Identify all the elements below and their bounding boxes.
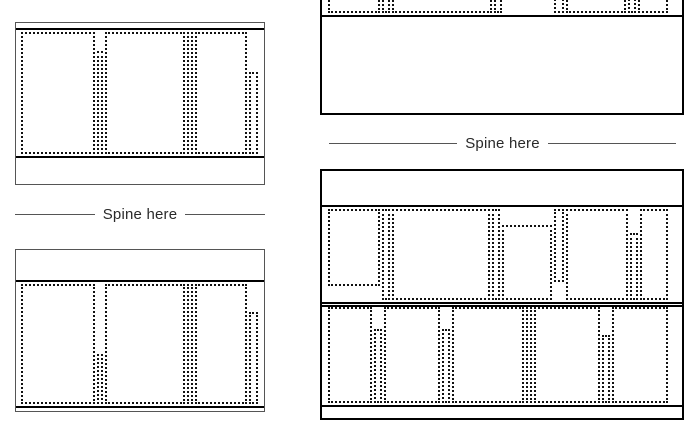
text-block-box <box>195 32 247 154</box>
text-block-box <box>502 225 552 300</box>
spine-rule-right <box>185 213 265 215</box>
text-block-box <box>249 72 258 154</box>
panel-bottom-left-spread <box>15 249 265 412</box>
text-block-box <box>566 209 628 300</box>
text-block-box <box>526 307 532 403</box>
text-block-box <box>105 284 185 404</box>
text-block-box <box>97 354 103 404</box>
text-block-box <box>328 307 372 403</box>
spread-rule-bottom <box>16 156 264 158</box>
text-block-box <box>442 329 450 403</box>
spread-text-area <box>322 307 682 403</box>
spread-rule-bottom <box>16 406 264 408</box>
spine-separator-left: Spine here <box>15 200 265 228</box>
text-block-box <box>187 32 193 154</box>
panel-top-right-spread <box>320 0 684 115</box>
text-block-box <box>392 209 490 300</box>
spine-rule-right <box>547 142 676 144</box>
text-block-box <box>612 307 668 403</box>
text-block-box <box>602 335 610 403</box>
spread-rule-bottom <box>322 15 682 17</box>
text-block-box <box>105 32 185 154</box>
text-block-box <box>328 209 380 286</box>
text-block-box <box>640 209 668 300</box>
spine-label: Spine here <box>102 205 178 223</box>
spread-rule-bottom <box>322 302 682 304</box>
text-block-box <box>249 312 258 404</box>
spine-rule-left <box>15 213 95 215</box>
spread-text-area <box>322 0 682 13</box>
text-block-box <box>638 0 668 13</box>
spread-rule-bottom <box>322 405 682 407</box>
spine-rule-left <box>329 142 458 144</box>
spread-rule-top <box>322 305 682 307</box>
spread-rule-top <box>16 280 264 282</box>
text-block-box <box>97 51 103 154</box>
text-block-box <box>328 0 380 13</box>
text-block-box <box>392 0 492 13</box>
spine-separator-right: Spine here <box>329 129 676 157</box>
text-block-box <box>554 0 564 13</box>
text-block-box <box>382 0 390 13</box>
spread-text-area <box>322 209 682 300</box>
text-block-box <box>492 209 500 300</box>
text-block-box <box>195 284 247 404</box>
panel-top-left-spread <box>15 22 265 185</box>
panel-bottom-right-spread <box>320 169 684 420</box>
text-block-box <box>534 307 600 403</box>
text-block-box <box>494 0 502 13</box>
text-block-box <box>452 307 524 403</box>
text-block-box <box>384 307 440 403</box>
text-block-box <box>630 233 638 300</box>
text-block-box <box>554 209 564 282</box>
spread-text-area <box>16 284 264 404</box>
text-block-box <box>21 284 95 404</box>
text-block-box <box>21 32 95 154</box>
text-block-box <box>382 209 390 300</box>
text-block-box <box>566 0 626 13</box>
text-block-box <box>187 284 193 404</box>
text-block-box <box>628 0 636 13</box>
spine-label: Spine here <box>465 134 540 152</box>
text-block-box <box>374 329 382 403</box>
spread-text-area <box>16 32 264 154</box>
spread-rule-top <box>16 28 264 30</box>
spread-rule-top <box>322 205 682 207</box>
